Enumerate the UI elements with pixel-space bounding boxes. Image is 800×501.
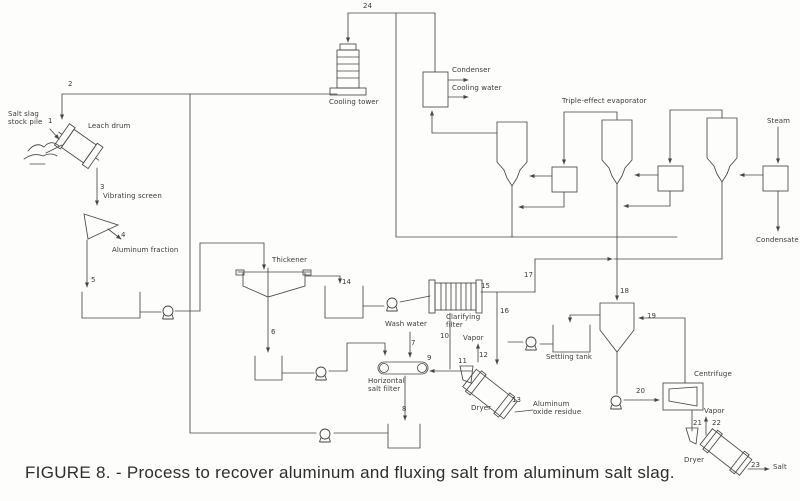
crystallizer-shape: [599, 302, 635, 353]
label-condensate: Condensate: [756, 236, 799, 244]
label-settling-tank: Settling tank: [546, 353, 593, 361]
stream-number-2: 2: [68, 80, 73, 88]
stream-number-18: 18: [620, 287, 629, 295]
heat-exchanger-3: [762, 165, 789, 192]
recycle-line-top: [59, 93, 389, 434]
tank-14: [324, 285, 364, 319]
label-steam: Steam: [767, 117, 791, 125]
pump-icon: [162, 305, 174, 320]
tank-5: [81, 291, 141, 319]
label-dryer-right: Dryer: [684, 456, 705, 464]
vapor-to-condenser-line: [429, 110, 498, 134]
stream-number-5: 5: [91, 276, 96, 284]
cooling-tower-shape: [329, 43, 367, 96]
label-triple-effect-evaporator: Triple-effect evaporator: [562, 97, 647, 105]
label-salt-slag-stock-pile: Salt slag stock pile: [8, 110, 43, 127]
pump-icon: [610, 395, 622, 410]
dryer-center-shape: [459, 365, 534, 420]
figure-caption: FIGURE 8. - Process to recover aluminum …: [25, 463, 675, 482]
pump-icon: [319, 428, 331, 443]
stream-number-7: 7: [411, 339, 416, 347]
pump5-to-thickener: [174, 242, 267, 312]
label-horizontal-salt-filter: Horizontal salt filter: [368, 377, 405, 394]
stream-number-19: 19: [647, 312, 656, 320]
stream-number-23: 23: [751, 461, 760, 469]
thickener-shape: [235, 267, 343, 353]
label-thickener: Thickener: [272, 256, 308, 264]
pump-icon: [386, 297, 398, 312]
label-centrifuge: Centrifuge: [694, 370, 732, 378]
stream-number-16: 16: [500, 307, 509, 315]
pump-icon: [315, 366, 327, 381]
stream-number-12: 12: [479, 351, 488, 359]
label-dryer-center: Dryer: [471, 404, 492, 412]
salt-slag-stock-pile-shape: [23, 128, 63, 165]
stream-number-14: 14: [342, 278, 351, 286]
stream-number-22: 22: [712, 419, 721, 427]
stream-number-10: 10: [440, 332, 449, 340]
label-wash-water: Wash water: [385, 320, 428, 328]
pump6-to-saltfilter: [328, 342, 388, 372]
label-vibrating-screen: Vibrating screen: [103, 192, 162, 200]
stream-number-3: 3: [100, 183, 105, 191]
label-cooling-water: Cooling water: [452, 84, 502, 92]
dryer-right-shape: [685, 427, 753, 476]
label-leach-drum: Leach drum: [88, 122, 131, 130]
heat-exchanger-2: [657, 165, 684, 192]
stream-number-11: 11: [458, 357, 467, 365]
label-aluminum-oxide-residue: Aluminum oxide residue: [533, 400, 582, 417]
to-settling-tank-line: [567, 314, 601, 323]
upper-manifold-line: [395, 12, 678, 238]
label-vapor-right: Vapor: [704, 407, 725, 415]
stream-number-15: 15: [481, 282, 490, 290]
clarifying-filter-shape: [428, 279, 483, 314]
centrifuge-shape: [662, 382, 704, 411]
stream-24-line: [345, 12, 436, 73]
label-cooling-tower: Cooling tower: [329, 98, 379, 106]
label-aluminum-fraction: Aluminum fraction: [112, 246, 179, 254]
label-salt: Salt: [773, 463, 787, 471]
label-condenser: Condenser: [452, 66, 491, 74]
stream-number-20: 20: [636, 387, 645, 395]
stream-number-17: 17: [524, 271, 533, 279]
evaporator-piping: [518, 109, 781, 232]
label-vapor-center: Vapor: [463, 334, 484, 342]
stream-19-line: [638, 315, 686, 384]
condenser-shape: [422, 71, 449, 108]
vibrating-screen-shape: [83, 213, 122, 288]
stream-number-1: 1: [48, 117, 53, 125]
evaporator-3-shape: [706, 117, 738, 260]
pump14-to-filter: [399, 295, 431, 303]
leach-drum-shape: [53, 123, 104, 170]
evaporator-1-shape: [496, 121, 528, 238]
settling-tank-shape: [552, 324, 591, 353]
stream-number-9: 9: [427, 354, 432, 362]
stream-number-6: 6: [271, 328, 276, 336]
stream-number-8: 8: [402, 405, 407, 413]
stream-number-24: 24: [363, 2, 372, 10]
tank-6: [254, 355, 283, 381]
stream-number-21: 21: [693, 419, 702, 427]
stream-number-4: 4: [121, 231, 126, 239]
label-clarifying-filter: Clarifying filter: [446, 313, 481, 330]
pump-icon: [525, 336, 537, 351]
tank-8: [387, 423, 421, 449]
stream-number-13: 13: [512, 396, 521, 404]
evaporator-2-shape: [601, 119, 633, 260]
horizontal-salt-filter-shape: [377, 361, 429, 375]
heat-exchanger-1: [551, 166, 578, 193]
